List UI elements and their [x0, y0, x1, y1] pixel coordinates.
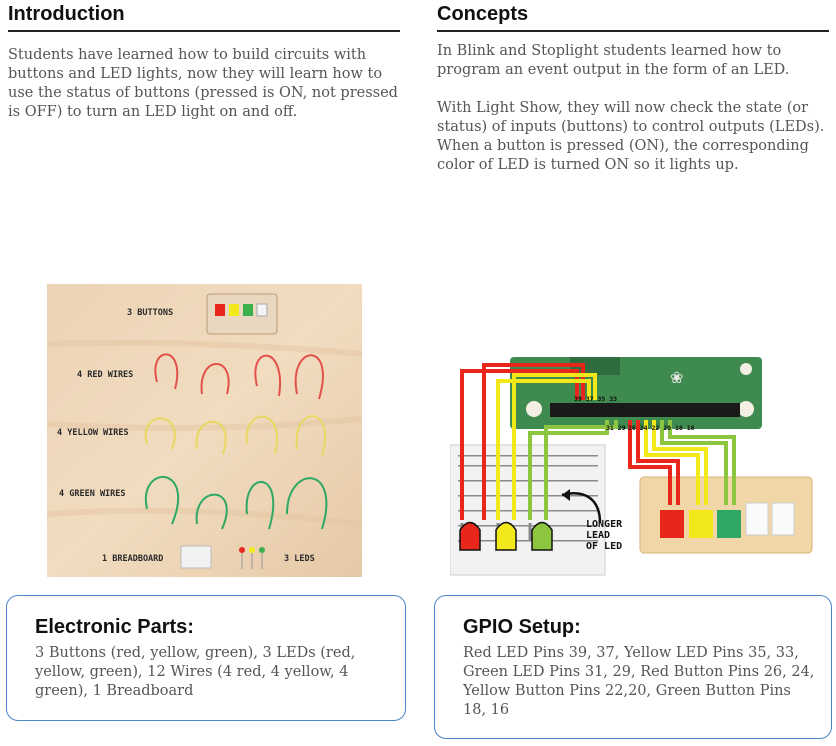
- concepts-rule: [437, 30, 829, 32]
- gpio-setup-card: GPIO Setup: Red LED Pins 39, 37, Yellow …: [434, 595, 832, 739]
- green-led: [531, 521, 553, 551]
- label-4-yellow-wires: 4 YELLOW WIRES: [57, 428, 129, 438]
- red-led: [459, 521, 481, 551]
- introduction-rule: [8, 30, 400, 32]
- introduction-title: Introduction: [8, 3, 125, 25]
- breadboard: [180, 545, 212, 569]
- longer-lead-line-2: LEAD: [586, 530, 610, 541]
- red-wires: [154, 353, 324, 400]
- yellow-led: [495, 521, 517, 551]
- leds: [239, 547, 265, 569]
- gpio-setup-text: Red LED Pins 39, 37, Yellow LED Pins 35,…: [463, 645, 815, 718]
- raspberry-pi-board: [510, 357, 762, 429]
- label-1-breadboard: 1 BREADBOARD: [102, 554, 163, 564]
- electronic-parts-text: 3 Buttons (red, yellow, green), 3 LEDs (…: [35, 645, 356, 699]
- concepts-title: Concepts: [437, 3, 529, 25]
- label-3-leds: 3 LEDS: [284, 554, 315, 564]
- longer-lead-line-1: LONGER: [586, 519, 623, 530]
- button-module: [206, 293, 278, 335]
- introduction-text: Students have learned how to build circu…: [8, 47, 398, 120]
- pin-labels-right: 26 24 22 20 18 16: [628, 424, 695, 432]
- longer-lead-line-3: OF LED: [586, 541, 622, 552]
- gpio-header: [550, 403, 740, 417]
- label-4-green-wires: 4 GREEN WIRES: [59, 489, 126, 499]
- gpio-setup-title: GPIO Setup:: [463, 616, 581, 638]
- yellow-wires: [144, 415, 327, 457]
- electronic-parts-title: Electronic Parts:: [35, 616, 194, 638]
- concepts-paragraph-2: With Light Show, they will now check the…: [437, 100, 825, 173]
- concepts-paragraph-1: In Blink and Stoplight students learned …: [437, 43, 790, 78]
- green-wires: [144, 476, 328, 530]
- pin-labels-top: 39 37 35 33: [574, 395, 617, 403]
- electronic-parts-photo: 3 BUTTONS 4 RED WIRES 4 YELLOW WIRES 4 G…: [47, 284, 362, 577]
- label-4-red-wires: 4 RED WIRES: [77, 370, 133, 380]
- raspberry-logo-icon: ❀: [670, 368, 683, 387]
- gpio-wiring-diagram: ❀ LONGER LEAD OF LED 3: [450, 357, 813, 576]
- buttons: [660, 502, 795, 538]
- electronic-parts-card: Electronic Parts: 3 Buttons (red, yellow…: [6, 595, 406, 721]
- pin-labels-mid: 31 29: [606, 424, 626, 432]
- label-3-buttons: 3 BUTTONS: [127, 308, 173, 318]
